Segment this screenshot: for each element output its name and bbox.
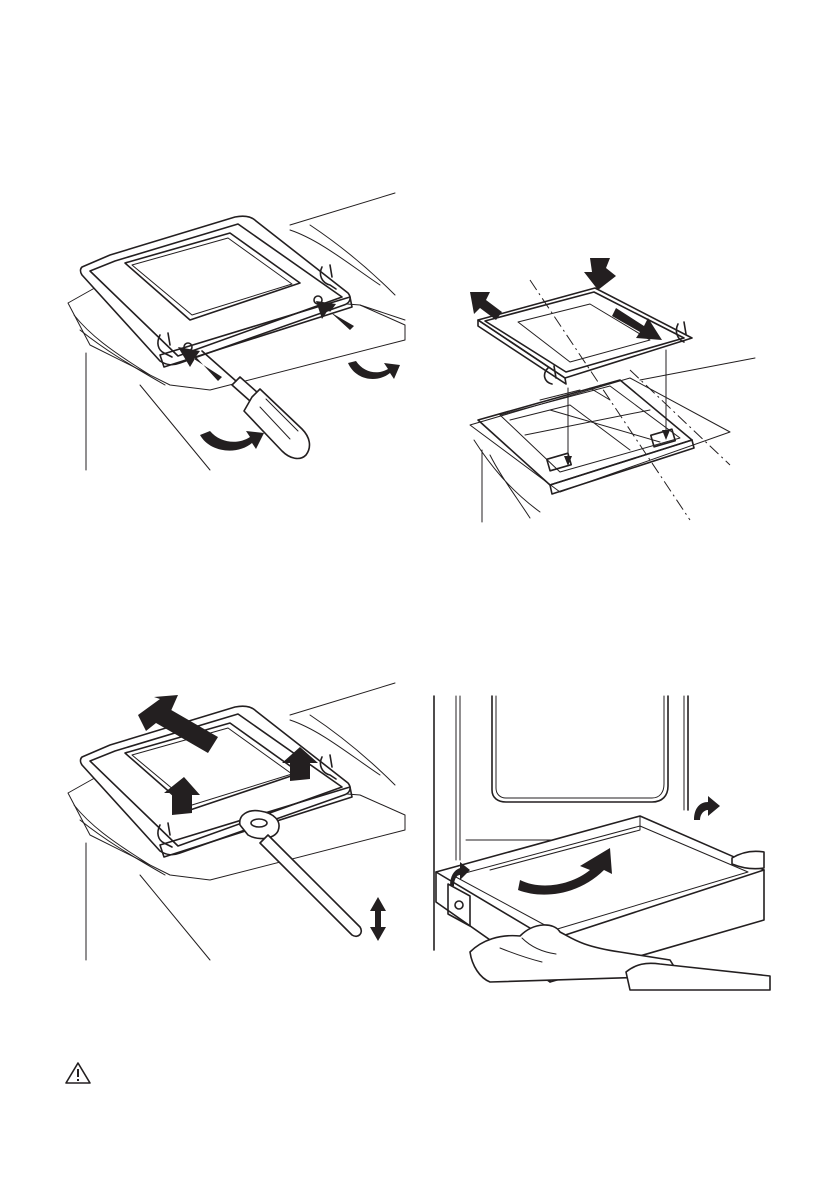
door-screws-illustration	[60, 185, 410, 475]
figure-drawer	[430, 690, 770, 990]
figure-lift-glass	[60, 675, 410, 965]
glass-panel-illustration	[430, 250, 760, 525]
warning-triangle-icon	[64, 1061, 92, 1085]
figure-glass-panel	[430, 250, 760, 525]
figure-door-screws	[60, 185, 410, 475]
lift-glass-illustration	[60, 675, 410, 965]
drawer-illustration	[430, 690, 770, 990]
